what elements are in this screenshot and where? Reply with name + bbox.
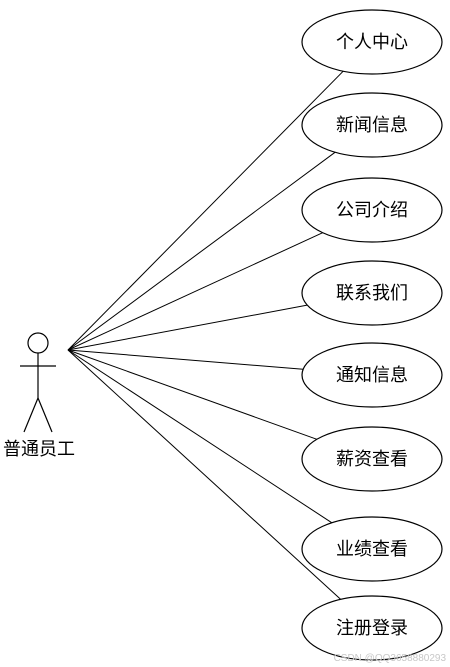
use-case-6: 薪资查看 <box>301 426 443 492</box>
actor-label: 普通员工 <box>3 439 75 460</box>
association-line <box>67 151 336 351</box>
use-case-ellipse <box>301 595 443 661</box>
association-line <box>67 232 323 351</box>
association-line <box>67 304 308 351</box>
use-case-label: 通知信息 <box>336 365 408 386</box>
use-case-label: 联系我们 <box>336 283 408 304</box>
stick-figure-actor-icon <box>20 332 56 433</box>
use-case-ellipse <box>301 260 443 326</box>
use-case-ellipse <box>301 426 443 492</box>
use-case-5: 通知信息 <box>301 342 443 408</box>
use-case-ellipse <box>301 177 443 243</box>
use-case-2: 新闻信息 <box>301 92 443 158</box>
association-line <box>67 349 342 600</box>
use-case-4: 联系我们 <box>301 260 443 326</box>
use-case-8: 注册登录 <box>301 595 443 661</box>
use-case-label: 新闻信息 <box>336 115 408 136</box>
association-line <box>67 70 344 351</box>
use-case-3: 公司介绍 <box>301 177 443 243</box>
watermark: CSDN @QQ3658880293 <box>333 653 446 664</box>
association-line <box>67 349 333 524</box>
use-case-label: 薪资查看 <box>336 449 408 470</box>
use-case-ellipse <box>301 342 443 408</box>
association-line <box>67 349 304 370</box>
association-lines <box>67 70 344 600</box>
use-case-ellipse <box>301 92 443 158</box>
use-case-label: 公司介绍 <box>336 200 408 221</box>
use-case-ellipse <box>301 9 443 75</box>
use-case-ellipse <box>301 516 443 582</box>
use-case-label: 个人中心 <box>336 32 408 53</box>
use-case-1: 个人中心 <box>301 9 443 75</box>
association-line <box>67 349 318 440</box>
use-case-label: 业绩查看 <box>336 539 408 560</box>
use-case-label: 注册登录 <box>336 618 408 639</box>
use-case-7: 业绩查看 <box>301 516 443 582</box>
